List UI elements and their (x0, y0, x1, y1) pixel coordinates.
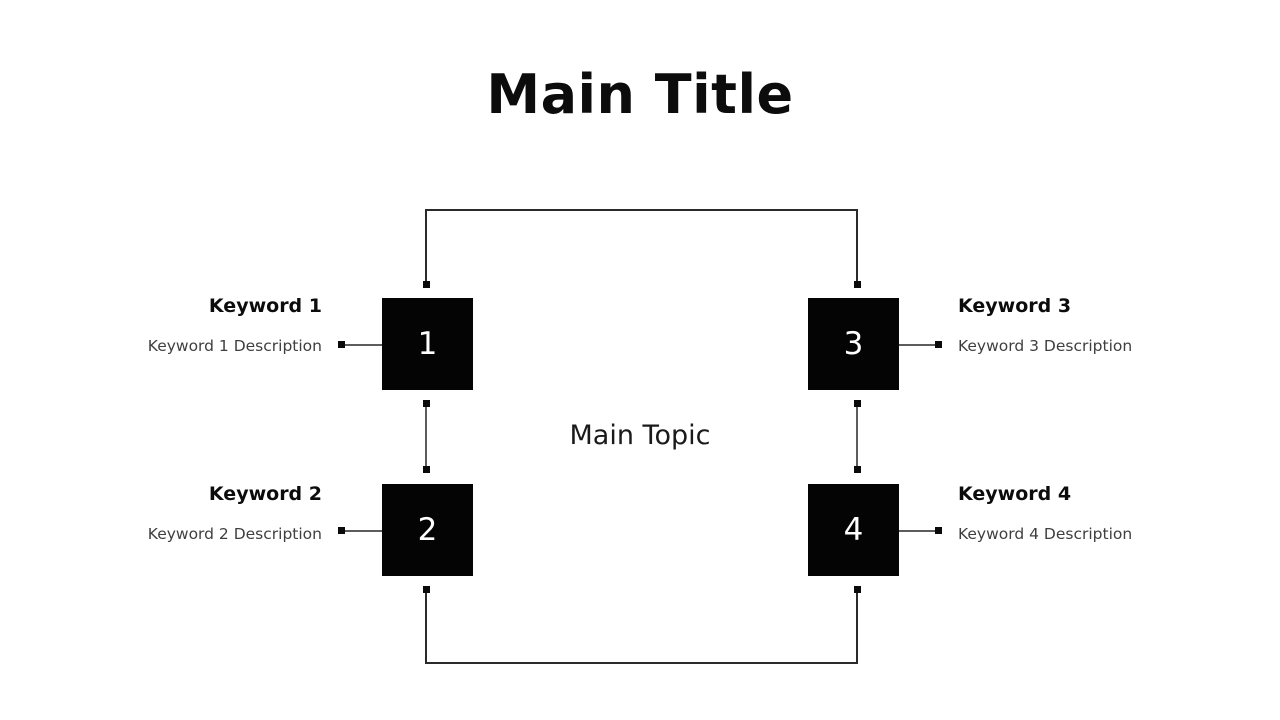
node-text-block-1: Keyword 1 Keyword 1 Description (12, 296, 322, 355)
bottom-bracket-right-vertical-line (856, 590, 858, 664)
node-description-3: Keyword 3 Description (958, 336, 1133, 355)
top-bracket-right-vertical-line (856, 209, 858, 284)
right-vertical-connector-line (856, 404, 858, 470)
right-vertical-connector-bottom-dot (854, 466, 861, 473)
node-number-1: 1 (417, 325, 438, 362)
node-text-block-4: Keyword 4 Keyword 4 Description (958, 484, 1268, 543)
node-box-4[interactable]: 4 (808, 484, 899, 576)
node-text-block-3: Keyword 3 Keyword 3 Description (958, 296, 1268, 355)
top-bracket-left-endpoint-dot (423, 281, 430, 288)
leader-dot-node-1 (338, 341, 345, 348)
top-bracket-left-vertical-line (425, 209, 427, 284)
left-vertical-connector-line (425, 404, 427, 470)
node-description-1: Keyword 1 Description (147, 336, 322, 355)
node-keyword-1: Keyword 1 (208, 295, 322, 317)
page-title: Main Title (486, 63, 794, 126)
node-description-2: Keyword 2 Description (147, 524, 322, 543)
left-vertical-connector-bottom-dot (423, 466, 430, 473)
leader-line-node-4 (899, 530, 937, 532)
center-topic-label: Main Topic (569, 420, 711, 451)
node-number-4: 4 (843, 511, 864, 548)
leader-line-node-3 (899, 344, 937, 346)
leader-dot-node-3 (935, 341, 942, 348)
node-description-4: Keyword 4 Description (958, 524, 1133, 543)
bottom-bracket-horizontal-line (425, 662, 858, 664)
top-bracket-right-endpoint-dot (854, 281, 861, 288)
node-box-2[interactable]: 2 (382, 484, 473, 576)
top-bracket-horizontal-line (425, 209, 858, 211)
node-keyword-3: Keyword 3 (958, 295, 1072, 317)
bottom-bracket-right-endpoint-dot (854, 586, 861, 593)
leader-line-node-1 (345, 344, 383, 346)
node-number-2: 2 (417, 511, 438, 548)
leader-dot-node-4 (935, 527, 942, 534)
bottom-bracket-left-endpoint-dot (423, 586, 430, 593)
node-box-3[interactable]: 3 (808, 298, 899, 390)
node-keyword-4: Keyword 4 (958, 483, 1072, 505)
node-keyword-2: Keyword 2 (208, 483, 322, 505)
node-box-1[interactable]: 1 (382, 298, 473, 390)
right-vertical-connector-top-dot (854, 400, 861, 407)
leader-line-node-2 (345, 530, 383, 532)
node-text-block-2: Keyword 2 Keyword 2 Description (12, 484, 322, 543)
bottom-bracket-left-vertical-line (425, 590, 427, 664)
node-number-3: 3 (843, 325, 864, 362)
left-vertical-connector-top-dot (423, 400, 430, 407)
leader-dot-node-2 (338, 527, 345, 534)
